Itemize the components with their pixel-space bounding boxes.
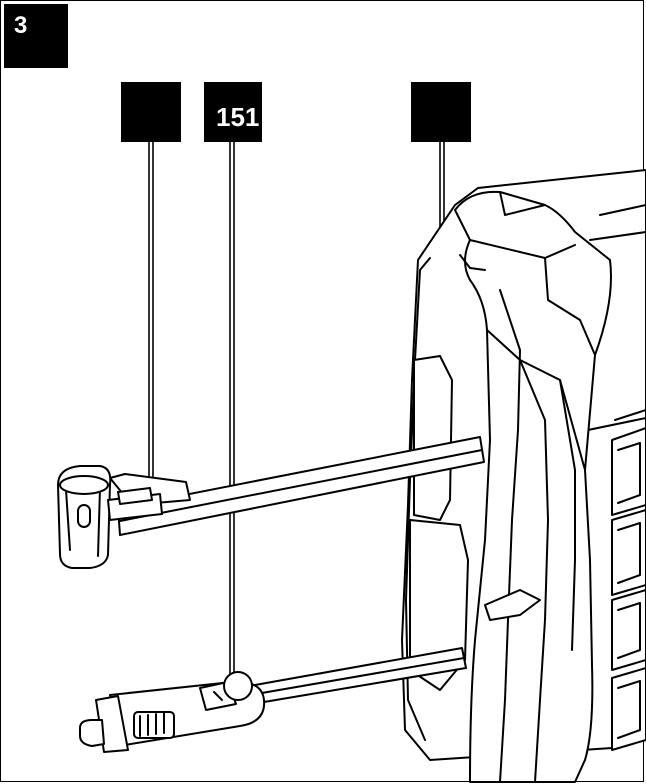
control-buttons — [611, 427, 646, 751]
device-front-grip — [454, 190, 612, 783]
valve-connector — [57, 465, 191, 569]
callout-label-right — [411, 82, 471, 142]
leader-lines — [148, 141, 445, 713]
callout-label-left — [121, 82, 181, 142]
side-recess — [413, 355, 453, 521]
lighter-plug — [79, 671, 266, 753]
callout-label-middle: 151 — [204, 82, 262, 142]
air-hose — [117, 436, 485, 536]
button-4 — [611, 667, 646, 751]
figure-number-badge: 3 — [4, 4, 68, 68]
button-2 — [611, 509, 646, 596]
